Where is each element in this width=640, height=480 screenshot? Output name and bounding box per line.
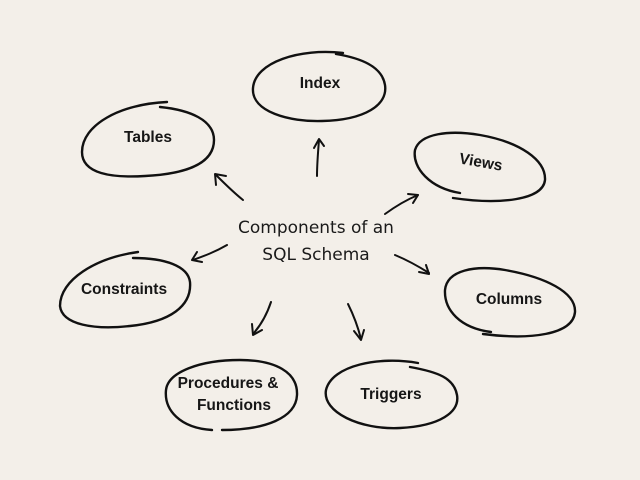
node-columns: Columns — [443, 267, 577, 338]
node-tables-label: Tables — [124, 129, 172, 146]
arrow-to-procedures-functions — [251, 301, 272, 336]
node-index-label: Index — [300, 75, 341, 92]
node-constraints-ellipse — [58, 250, 192, 329]
node-constraints-label: Constraints — [81, 281, 167, 298]
node-procedures-functions-ellipse — [164, 358, 299, 432]
center-title: Components of an SQL Schema — [238, 218, 394, 265]
node-triggers-ellipse — [324, 359, 459, 430]
node-columns-ellipse — [443, 267, 577, 338]
arrow-to-index — [313, 138, 325, 177]
node-views-label: Views — [458, 150, 504, 174]
node-index: Index — [251, 50, 387, 123]
node-procedures-functions-label-line-1: Procedures & — [178, 375, 279, 392]
center-title-line-1: Components of an — [238, 218, 394, 238]
node-tables-ellipse — [80, 100, 216, 178]
node-columns-label: Columns — [476, 291, 542, 308]
arrow-to-tables — [214, 173, 244, 201]
node-views: Views — [413, 131, 547, 203]
node-constraints: Constraints — [58, 250, 192, 329]
node-index-ellipse — [251, 50, 387, 123]
arrow-to-views — [384, 193, 419, 215]
node-procedures-functions: Procedures & Functions — [164, 358, 299, 432]
arrow-to-columns — [394, 254, 430, 275]
arrow-to-constraints — [191, 244, 228, 263]
node-procedures-functions-label-line-2: Functions — [197, 397, 271, 414]
node-triggers: Triggers — [324, 359, 459, 430]
arrow-to-triggers — [347, 303, 365, 341]
node-triggers-label: Triggers — [360, 386, 421, 403]
node-tables: Tables — [80, 100, 216, 178]
node-views-ellipse — [413, 131, 547, 203]
center-title-line-2: SQL Schema — [262, 245, 369, 265]
